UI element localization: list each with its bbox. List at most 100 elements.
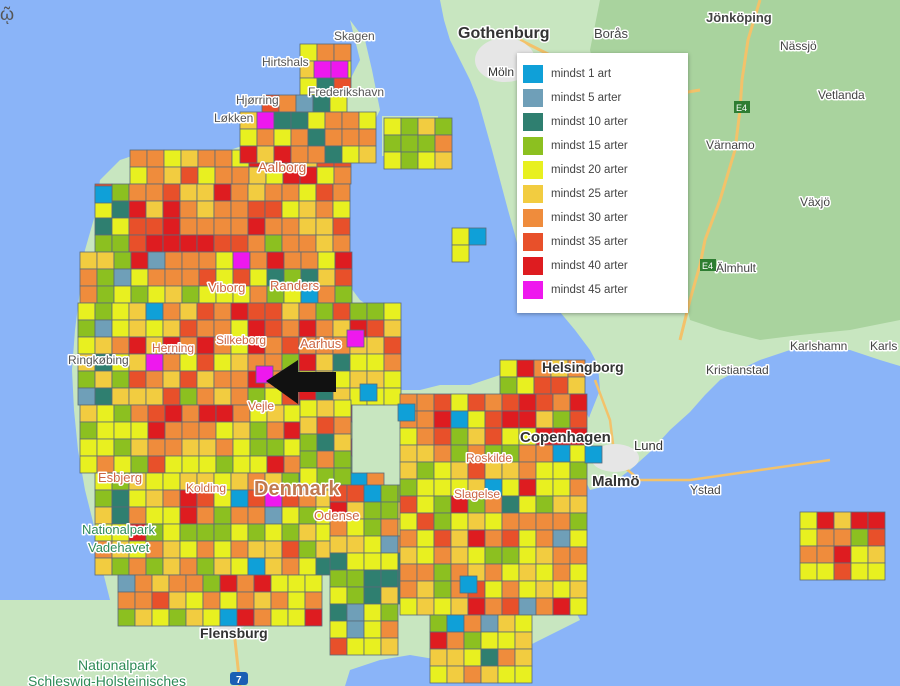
grid-cell: [366, 353, 385, 372]
label-boras: Borås: [594, 26, 628, 41]
grid-cell: [181, 251, 200, 270]
grid-cell: [584, 445, 603, 464]
grid-cell: [213, 353, 232, 372]
legend-swatch: [523, 185, 543, 203]
grid-cell: [569, 393, 588, 412]
grid-cell: [264, 234, 283, 253]
grid-cell: [569, 444, 588, 463]
grid-cell: [179, 540, 198, 559]
legend-swatch: [523, 233, 543, 251]
grid-cell: [111, 234, 130, 253]
grid-cell: [399, 444, 418, 463]
grid-cell: [416, 546, 435, 565]
grid-cell: [111, 336, 130, 355]
grid-cell: [383, 353, 402, 372]
grid-cell: [799, 545, 818, 564]
grid-cell: [299, 399, 318, 418]
grid-cell: [181, 455, 200, 474]
label-slagelse: Slagelse: [454, 487, 500, 501]
grid-cell: [450, 393, 469, 412]
grid-cell: [380, 569, 399, 588]
grid-cell: [198, 438, 217, 457]
grid-cell: [450, 546, 469, 565]
grid-cell: [535, 461, 554, 480]
grid-cell: [249, 455, 268, 474]
grid-cell: [535, 478, 554, 497]
grid-cell: [168, 591, 187, 610]
route7-shield-label: 7: [236, 675, 242, 686]
legend-swatch: [523, 89, 543, 107]
grid-cell: [281, 200, 300, 219]
grid-cell: [552, 444, 571, 463]
label-lund: Lund: [634, 438, 663, 453]
grid-cell: [315, 319, 334, 338]
grid-cell: [399, 512, 418, 531]
grid-cell: [197, 166, 216, 185]
grid-cell: [450, 410, 469, 429]
legend-label: mindst 20 arter: [551, 164, 628, 176]
grid-cell: [214, 166, 233, 185]
grid-cell: [569, 512, 588, 531]
grid-cell: [518, 580, 537, 599]
grid-cell: [366, 336, 385, 355]
grid-cell: [128, 234, 147, 253]
e4b-shield-label: E4: [702, 261, 713, 271]
grid-cell: [299, 416, 318, 435]
grid-cell: [316, 416, 335, 435]
grid-cell: [164, 251, 183, 270]
grid-cell: [198, 421, 217, 440]
grid-cell: [236, 574, 255, 593]
grid-cell: [79, 404, 98, 423]
grid-cell: [569, 478, 588, 497]
grid-cell: [273, 111, 292, 130]
grid-cell: [196, 557, 215, 576]
grid-cell: [380, 603, 399, 622]
grid-cell: [550, 376, 569, 395]
grid-cell: [850, 562, 869, 581]
grid-cell: [298, 319, 317, 338]
grid-cell: [287, 608, 306, 627]
grid-cell: [239, 128, 258, 147]
grid-cell: [145, 217, 164, 236]
grid-cell: [179, 370, 198, 389]
grid-cell: [346, 620, 365, 639]
grid-cell: [315, 183, 334, 202]
grid-cell: [497, 648, 516, 667]
grid-cell: [383, 387, 402, 406]
grid-cell: [416, 529, 435, 548]
grid-cell: [333, 166, 352, 185]
grid-cell: [433, 478, 452, 497]
grid-cell: [96, 251, 115, 270]
grid-cell: [213, 540, 232, 559]
grid-cell: [569, 546, 588, 565]
grid-cell: [283, 421, 302, 440]
legend-swatch: [523, 113, 543, 131]
grid-cell: [552, 529, 571, 548]
grid-cell: [96, 421, 115, 440]
legend-label: mindst 40 arter: [551, 260, 628, 272]
grid-cell: [94, 489, 113, 508]
grid-cell: [197, 149, 216, 168]
grid-cell: [315, 200, 334, 219]
grid-cell: [213, 200, 232, 219]
grid-cell: [307, 145, 326, 164]
grid-cell: [196, 540, 215, 559]
grid-cell: [230, 472, 249, 491]
grid-cell: [232, 438, 251, 457]
grid-cell: [128, 200, 147, 219]
grid-cell: [230, 557, 249, 576]
label-copenhagen: Copenhagen: [520, 429, 611, 446]
grid-cell: [145, 302, 164, 321]
grid-cell: [256, 111, 275, 130]
grid-cell: [162, 387, 181, 406]
grid-cell: [145, 557, 164, 576]
grid-cell: [129, 166, 148, 185]
grid-cell: [307, 111, 326, 130]
grid-cell: [552, 478, 571, 497]
grid-cell: [117, 608, 136, 627]
grid-cell: [317, 268, 336, 287]
legend-label: mindst 45 arter: [551, 284, 628, 296]
grid-cell: [264, 506, 283, 525]
